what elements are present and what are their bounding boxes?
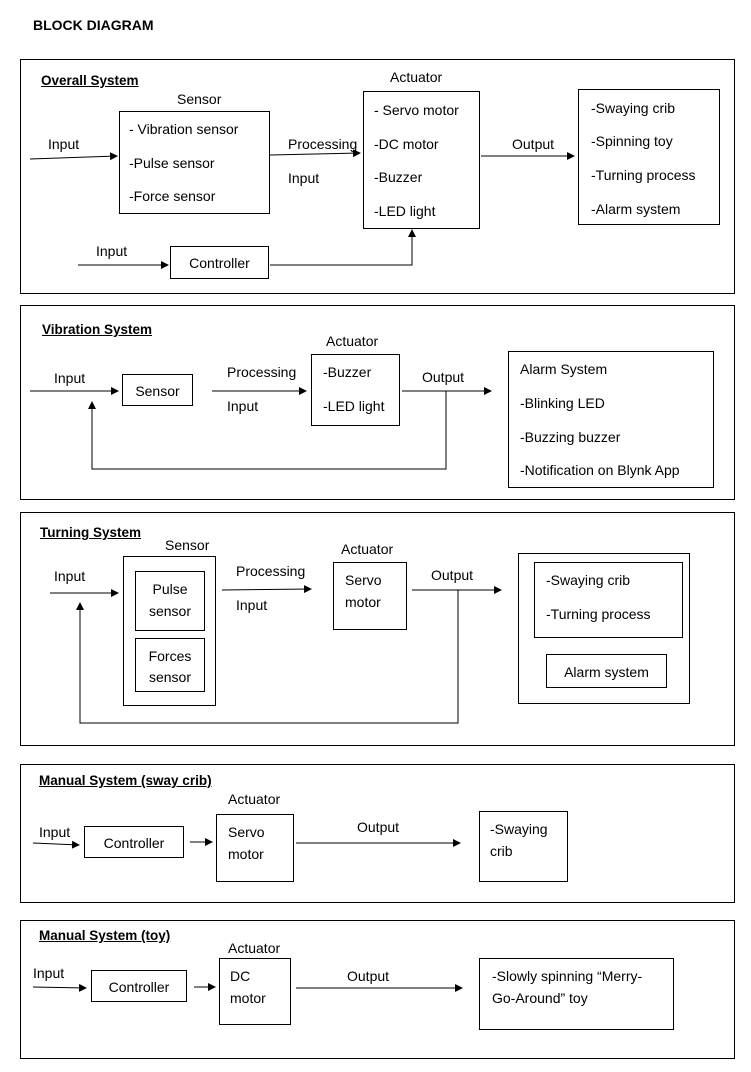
overall-processing-input-label: Input — [288, 170, 320, 186]
overall-actuator-item: -DC motor — [374, 136, 439, 152]
overall-output-item: -Alarm system — [591, 201, 681, 217]
overall-input2-label: Input — [96, 243, 128, 259]
overall-actuator-item: -LED light — [374, 203, 436, 219]
toy-input-label: Input — [33, 965, 65, 981]
sway-result-line2: crib — [490, 843, 513, 859]
overall-input-label: Input — [48, 136, 80, 152]
sway-servo-box: Servo motor — [216, 814, 294, 882]
vibration-actuator-box: -Buzzer -LED light — [311, 354, 400, 426]
turning-sensor-label: Sensor — [165, 537, 210, 553]
vibration-sensor-label: Sensor — [135, 383, 180, 399]
overall-system-title: Overall System — [41, 73, 139, 88]
sway-servo-line1: Servo — [228, 824, 265, 840]
vibration-input-label: Input — [54, 370, 86, 386]
toy-controller-box: Controller — [91, 970, 187, 1002]
overall-actuator-label: Actuator — [390, 69, 443, 85]
overall-controller-box: Controller — [170, 246, 269, 279]
vibration-actuator-item: -LED light — [323, 398, 385, 414]
overall-sensor-item: - Vibration sensor — [129, 121, 239, 137]
turning-pulse-sensor-box: Pulse sensor — [135, 571, 205, 631]
page-title: BLOCK DIAGRAM — [33, 17, 154, 33]
vibration-output-item: -Buzzing buzzer — [520, 429, 621, 445]
overall-actuator-box: - Servo motor -DC motor -Buzzer -LED lig… — [363, 91, 480, 229]
vibration-output-box: Alarm System -Blinking LED -Buzzing buzz… — [508, 351, 714, 488]
toy-output-label: Output — [347, 968, 390, 984]
toy-dc-line2: motor — [230, 990, 266, 1006]
turning-processing-label: Processing — [236, 563, 306, 579]
turning-alarm-box: Alarm system — [546, 654, 667, 688]
sway-output-label: Output — [357, 819, 400, 835]
turning-input-label: Input — [54, 568, 86, 584]
overall-output-box: -Swaying crib -Spinning toy -Turning pro… — [578, 89, 720, 225]
turning-actuator-label: Actuator — [341, 541, 394, 557]
toy-dc-box: DC motor — [219, 958, 291, 1025]
vibration-system-title: Vibration System — [42, 322, 153, 337]
turning-processing-input-label: Input — [236, 597, 268, 613]
overall-output-item: -Spinning toy — [591, 133, 673, 149]
overall-actuator-item: - Servo motor — [374, 102, 459, 118]
manual-toy-title: Manual System (toy) — [39, 928, 171, 943]
sway-actuator-label: Actuator — [228, 791, 281, 807]
turning-pulse-line1: Pulse — [152, 581, 188, 597]
overall-system-panel — [20, 59, 735, 294]
sway-servo-line2: motor — [228, 846, 264, 862]
overall-output-label: Output — [512, 136, 555, 152]
turning-output-inner-box: -Swaying crib -Turning process — [534, 562, 683, 638]
manual-sway-panel — [20, 764, 735, 903]
toy-result-line2: Go-Around” toy — [492, 990, 588, 1006]
toy-controller-label: Controller — [108, 979, 170, 995]
vibration-system-panel — [20, 305, 735, 500]
vibration-processing-input-label: Input — [227, 398, 259, 414]
sway-controller-box: Controller — [84, 826, 184, 858]
turning-output-label: Output — [431, 567, 474, 583]
turning-system-title: Turning System — [40, 525, 142, 540]
sway-input-label: Input — [39, 824, 71, 840]
vibration-actuator-label: Actuator — [326, 333, 379, 349]
overall-output-item: -Swaying crib — [591, 100, 676, 116]
overall-sensor-item: -Force sensor — [129, 188, 216, 204]
manual-toy-panel — [20, 920, 735, 1059]
turning-servo-box: Servo motor — [333, 562, 407, 630]
vibration-actuator-item: -Buzzer — [323, 364, 372, 380]
turning-forces-sensor-box: Forces sensor — [135, 638, 205, 692]
overall-output-item: -Turning process — [591, 167, 696, 183]
turning-output-item: -Swaying crib — [546, 572, 631, 588]
overall-processing-label: Processing — [288, 136, 358, 152]
vibration-processing-label: Processing — [227, 364, 297, 380]
vibration-sensor-box: Sensor — [122, 374, 193, 406]
turning-forces-line2: sensor — [148, 669, 192, 685]
toy-actuator-label: Actuator — [228, 940, 281, 956]
turning-pulse-line2: sensor — [148, 603, 192, 619]
overall-sensor-box: - Vibration sensor -Pulse sensor -Force … — [119, 111, 270, 214]
toy-dc-line1: DC — [230, 968, 251, 984]
turning-alarm-label: Alarm system — [564, 664, 649, 680]
vibration-output-item: -Notification on Blynk App — [520, 462, 680, 478]
turning-system-panel — [20, 512, 735, 746]
overall-sensor-label: Sensor — [177, 91, 222, 107]
overall-sensor-item: -Pulse sensor — [129, 155, 215, 171]
turning-forces-line1: Forces — [148, 648, 192, 664]
manual-sway-title: Manual System (sway crib) — [39, 773, 212, 788]
sway-result-line1: -Swaying — [490, 821, 548, 837]
vibration-output-item: -Blinking LED — [520, 395, 605, 411]
overall-actuator-item: -Buzzer — [374, 169, 423, 185]
toy-result-box: -Slowly spinning “Merry- Go-Around” toy — [479, 958, 674, 1030]
vibration-output-label: Output — [422, 369, 465, 385]
toy-result-line1: -Slowly spinning “Merry- — [492, 968, 643, 984]
turning-servo-line2: motor — [345, 594, 381, 610]
turning-servo-line1: Servo — [345, 572, 382, 588]
sway-result-box: -Swaying crib — [479, 811, 568, 882]
sway-controller-label: Controller — [103, 835, 165, 851]
vibration-output-item: Alarm System — [520, 361, 608, 377]
overall-controller-label: Controller — [189, 255, 250, 271]
turning-output-item: -Turning process — [546, 606, 651, 622]
